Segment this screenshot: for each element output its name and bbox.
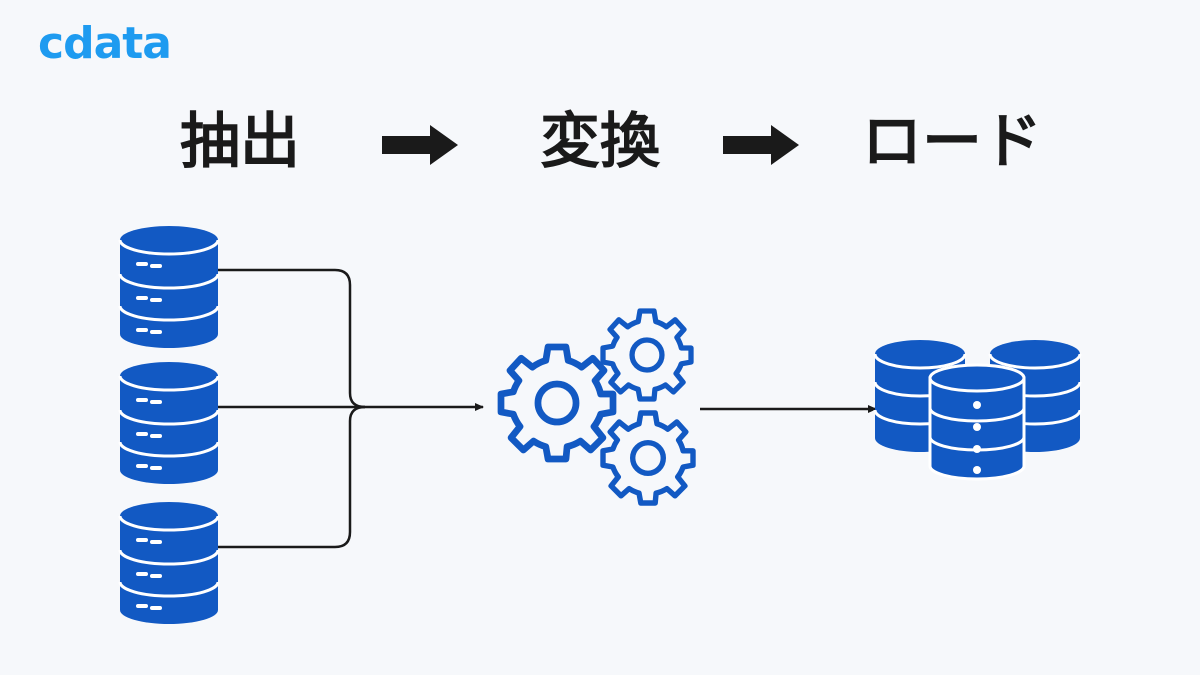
arrow-right-icon: [723, 125, 799, 165]
stage-label-transform: 変換: [540, 107, 660, 177]
database-icon: [118, 500, 220, 626]
logo-text: cdata: [38, 18, 172, 69]
logo: cdata: [38, 22, 172, 66]
connector-lines: [218, 268, 877, 549]
database-icon: [118, 224, 220, 350]
arrow-right-icon: [382, 125, 458, 165]
gears-icon: [501, 311, 693, 503]
database-cluster-icon: [873, 338, 1082, 481]
stage-label-load: ロード: [862, 107, 1042, 177]
stage-label-extract: 抽出: [180, 107, 300, 177]
database-icon: [118, 360, 220, 486]
